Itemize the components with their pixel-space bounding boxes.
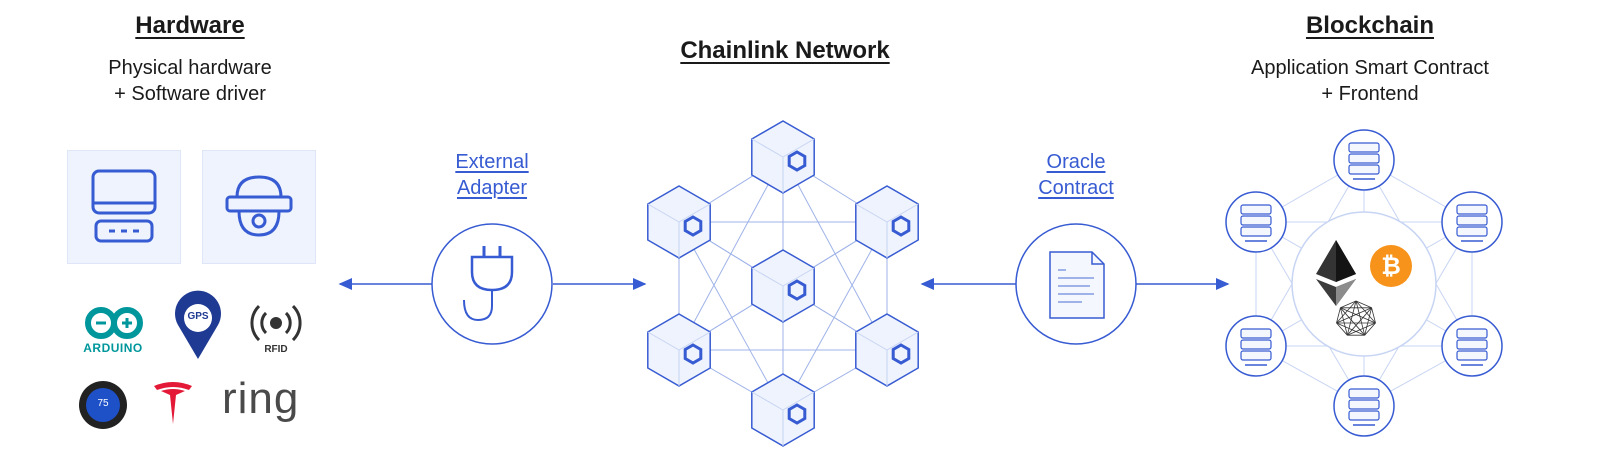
blockchain-subtitle-line1: Application Smart Contract [1251,57,1489,79]
server-rack-icon [1240,328,1272,339]
hardware-logos [79,290,302,429]
tesla-logo-icon [154,382,192,424]
security-camera-icon [225,175,293,237]
nest-temperature-label: 75 [97,398,109,409]
hardware-subtitle-line2: + Software driver [114,83,266,105]
network-edge [782,221,888,411]
blockchain-title: Blockchain [1305,12,1435,39]
external-adapter-link-line2[interactable]: Adapter [456,177,528,199]
oracle-contract-link-line2[interactable]: Contract [1038,177,1114,199]
rfid-icon [250,304,302,342]
chainlink-logo-icon [787,150,807,172]
bitcoin-icon: ₿ [1370,245,1412,287]
server-rack-icon [1456,339,1488,350]
server-rack-icon [1456,350,1488,361]
server-rack-icon [1240,215,1272,226]
chainlink-network [647,120,919,447]
server-rack-icon [1456,215,1488,226]
oracle-node [855,313,919,387]
server-rack-icon [1348,410,1380,421]
chainlink-logo-icon [891,215,911,237]
network-edge [782,156,888,351]
ethereum-icon [1316,240,1356,306]
chainlink-logo-icon [787,403,807,425]
server-rack-icon [1348,399,1380,410]
oracle-node [855,185,919,259]
blockchain-subtitle-line2: + Frontend [1321,83,1419,105]
external-adapter-link-line1[interactable]: External [455,151,529,173]
server-rack-icon [1456,204,1488,215]
server-node [1441,315,1503,377]
server-node [1333,375,1395,437]
chainlink-logo-icon [891,343,911,365]
hardware-subtitle-line1: Physical hardware [108,57,272,79]
blockchain-network: ₿ [1225,129,1503,437]
computer-device-box [67,150,181,264]
server-node [1441,191,1503,253]
camera-device-box [202,150,316,264]
gps-label: GPS [187,311,209,322]
server-rack-icon [1348,388,1380,399]
server-rack-icon [1456,328,1488,339]
oracle-node [647,313,711,387]
server-rack-icon [1240,350,1272,361]
external-adapter-node [431,223,553,345]
computer-device-icon [91,169,157,243]
oracle-node [751,249,815,323]
gps-pin-icon [175,290,221,359]
oracle-contract-link-line1[interactable]: Oracle [1046,151,1106,173]
rfid-label: RFID [264,344,288,355]
server-rack-icon [1240,204,1272,215]
arduino-label: ARDUINO [83,341,143,355]
document-icon [1049,251,1105,319]
nest-thermostat-icon [79,381,127,429]
server-rack-icon [1348,164,1380,175]
chainlink-logo-icon [683,215,703,237]
server-rack-icon [1240,226,1272,237]
svg-text:₿: ₿ [1381,252,1401,280]
mesh-network-icon [1336,300,1376,336]
server-node [1225,315,1287,377]
plug-icon [463,246,514,322]
network-edge [678,221,784,411]
oracle-node [647,185,711,259]
server-rack-icon [1348,153,1380,164]
server-rack-icon [1456,226,1488,237]
server-rack-icon [1240,339,1272,350]
hardware-title: Hardware [135,12,245,39]
oracle-node [751,373,815,447]
oracle-contract-node [1015,223,1137,345]
chainlink-logo-icon [683,343,703,365]
network-edge [678,156,784,351]
ring-logo: ring [222,374,300,423]
oracle-node [751,120,815,194]
server-node [1225,191,1287,253]
server-node [1333,129,1395,191]
network-title: Chainlink Network [680,37,890,64]
arduino-logo [85,307,143,339]
server-rack-icon [1348,142,1380,153]
chainlink-logo-icon [787,279,807,301]
